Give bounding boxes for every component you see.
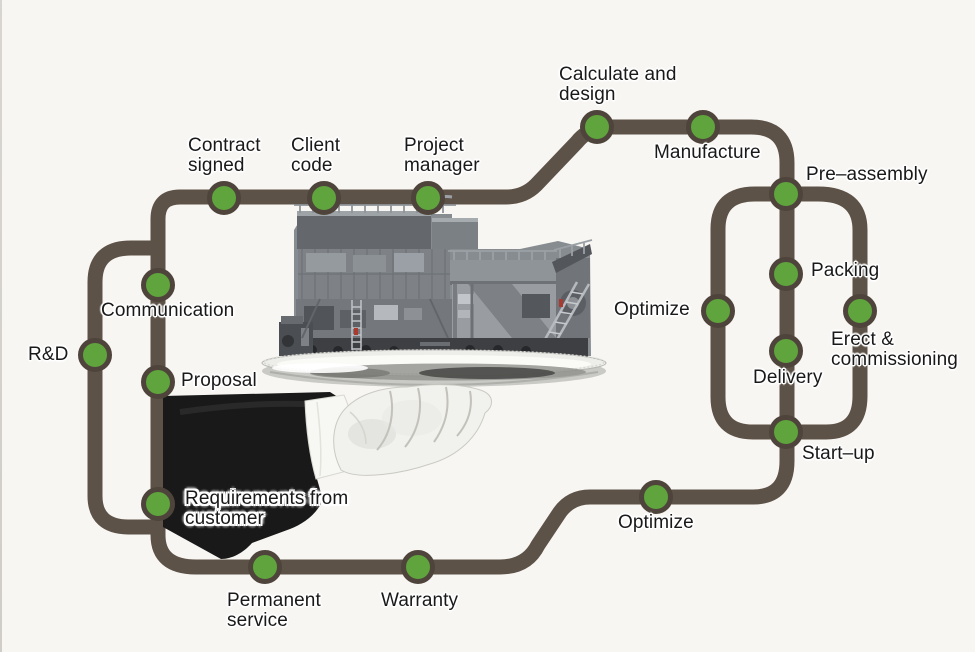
machine-part [522,294,550,318]
node-dot-client-code [307,181,341,215]
node-label-r-and-d: R&D [28,344,69,365]
machine-part [306,253,346,272]
node-dot-start-up [769,415,803,449]
machine-part [404,308,422,320]
node-label-delivery: Delivery [753,367,823,388]
machine-part [340,310,366,328]
machine-part [281,316,303,324]
glove-part [376,386,472,451]
node-label-contract-signed: Contract signed [188,135,261,176]
node-dot-permanent-service [248,550,282,584]
machine-part [297,211,431,218]
node-label-client-code: Client code [291,135,341,176]
machine-part [301,328,309,346]
node-label-start-up: Start–up [802,443,875,464]
machine-railing [448,250,557,260]
node-dot-communication [141,268,175,302]
machine-part [432,222,478,249]
machine-part [394,253,424,272]
machine-part [450,281,556,285]
machine-part [432,218,478,223]
node-dot-project-manager [411,181,445,215]
silver-tray-image [261,349,607,387]
route-assembly-right-branch [777,186,868,440]
machine-part [458,310,470,318]
scan-edge-artifact [0,0,2,652]
paper-machine-image [279,195,593,357]
node-label-optimize-assembly: Optimize [614,299,690,320]
machine-part [374,305,398,320]
machine-mesh-panels [298,249,450,299]
route-main-loop [150,119,795,575]
route-lines [87,119,868,575]
node-label-packing: Packing [811,260,880,281]
node-label-warranty: Warranty [381,590,459,611]
tray-part [263,349,605,375]
node-label-pre-assembly: Pre–assembly [806,164,928,185]
machine-part [354,328,358,335]
machine-railing [553,239,593,258]
machine-part [297,216,431,249]
node-label-erect-and-commissioning: Erect & commissioning [831,329,958,370]
machine-part [552,244,592,273]
node-dot-optimize-assembly [701,294,735,328]
node-label-communication: Communication [101,300,235,321]
cuff-part [316,401,322,477]
machine-part [282,335,294,347]
node-label-manufacture: Manufacture [654,142,761,163]
node-label-proposal: Proposal [181,370,257,391]
node-dot-pre-assembly [769,177,803,211]
node-dot-proposal [141,365,175,399]
sleeve-part [163,392,349,559]
machine-part [353,255,386,272]
machine-part [301,298,449,339]
machine-part [450,260,556,284]
served-machine-illustration [163,195,607,559]
node-label-permanent-service: Permanent service [227,590,321,631]
machine-part [468,284,556,338]
node-dot-delivery [769,334,803,368]
node-dot-packing [769,257,803,291]
glove-part [382,400,442,436]
node-dot-calculate-and-design [580,110,614,144]
node-dot-erect-and-commissioning [843,294,877,328]
tray-part [419,367,555,379]
node-label-project-manager: Project manager [404,135,480,176]
node-label-calculate-and-design: Calculate and design [559,64,677,105]
process-nodes [78,110,877,584]
node-label-requirements-from-customer: Requirements from customer [185,488,349,529]
node-dot-r-and-d [78,338,112,372]
machine-part [458,294,474,304]
glove-part [349,411,367,445]
tray-part [272,363,368,373]
machine-part [420,342,450,346]
route-rd-branch [87,240,165,535]
node-dot-requirements-from-customer [141,487,175,521]
route-assembly-left-branch [710,186,793,440]
node-dot-optimize-service [639,480,673,514]
node-dot-contract-signed [207,181,241,215]
node-dot-manufacture [686,110,720,144]
white-glove-image [333,384,492,476]
machine-part [559,299,563,307]
node-label-optimize-service: Optimize [618,512,694,533]
node-dot-warranty [401,550,435,584]
